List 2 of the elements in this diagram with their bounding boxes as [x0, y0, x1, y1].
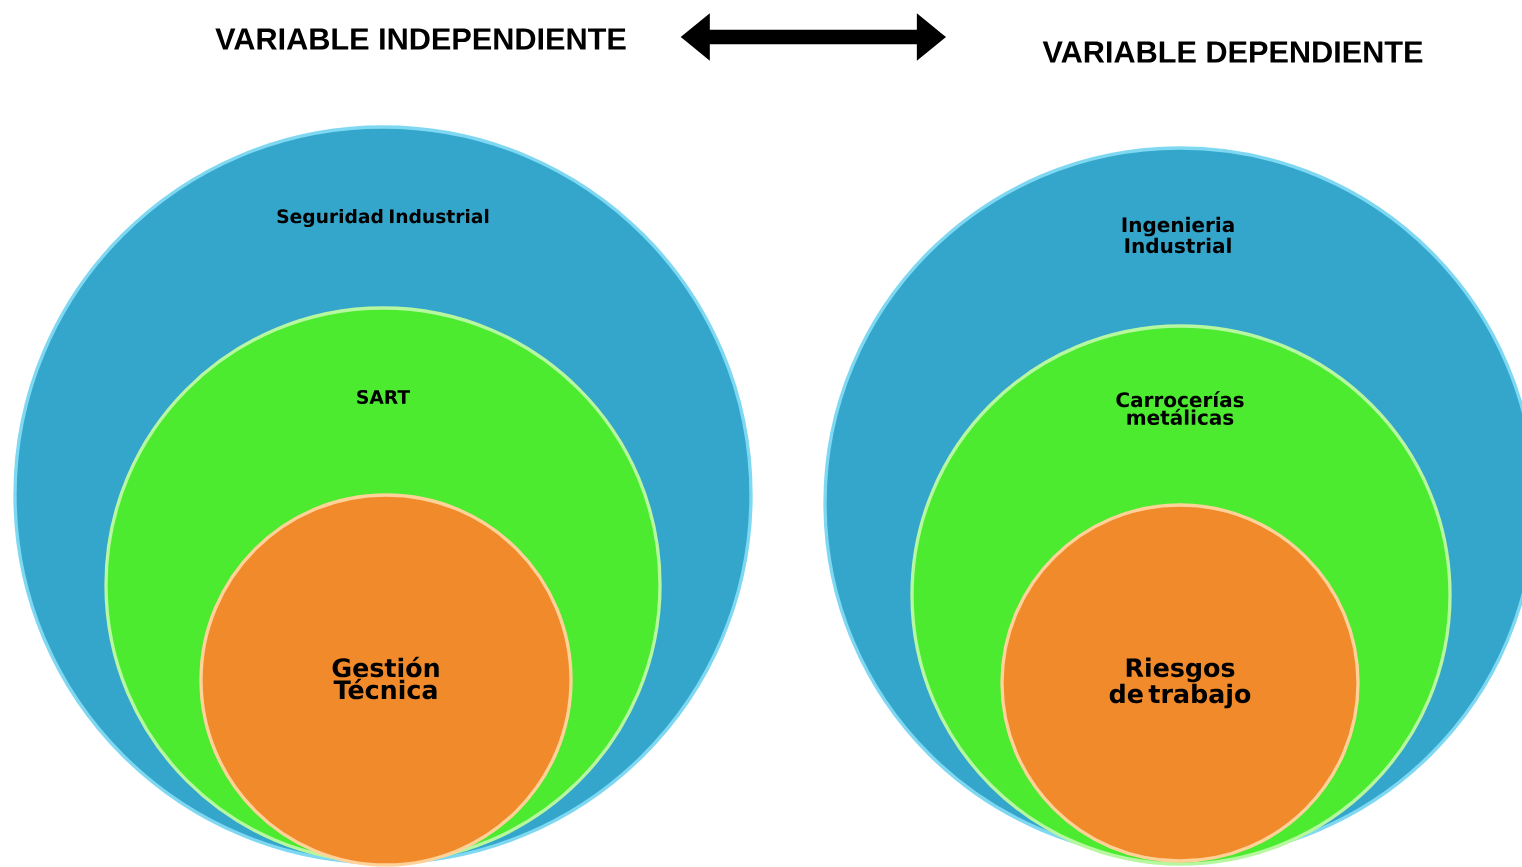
- heading: VARIABLE DEPENDIENTE: [1042, 41, 1423, 63]
- heading: VARIABLE INDEPENDIENTE: [215, 28, 626, 50]
